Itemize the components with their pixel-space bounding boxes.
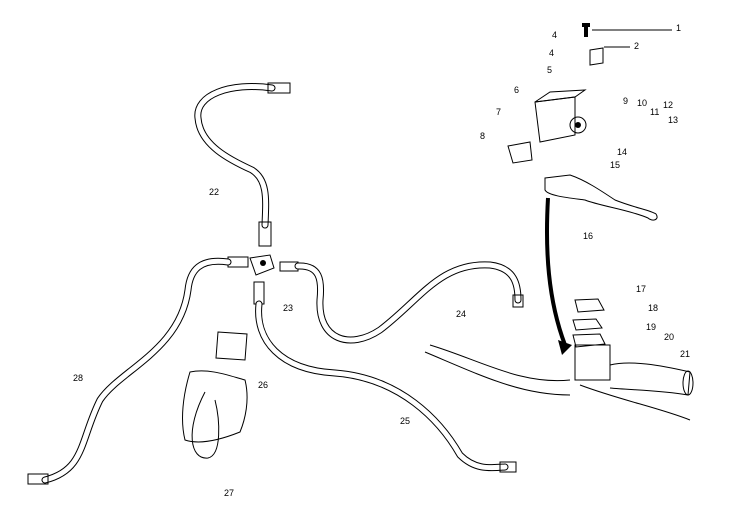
brake-hose-25 (255, 300, 517, 473)
callout-5: 5 (547, 65, 553, 75)
callout-9: 9 (623, 96, 629, 106)
callout-23: 23 (283, 303, 294, 313)
callout-4b: 4 (549, 48, 555, 58)
callout-24: 24 (456, 309, 467, 319)
callout-16: 16 (583, 231, 594, 241)
callout-22: 22 (209, 187, 220, 197)
callout-12: 12 (663, 100, 674, 110)
handlebar-21 (424, 344, 694, 421)
callout-15: 15 (610, 160, 621, 170)
callout-19: 19 (646, 322, 657, 332)
callout-28: 28 (73, 373, 84, 383)
callout-6: 6 (514, 85, 520, 95)
reservoir-bracket-26 (182, 331, 248, 443)
junction-block-23 (227, 254, 299, 305)
brake-hose-24 (294, 261, 524, 344)
callout-11: 11 (650, 107, 660, 117)
callout-27: 27 (224, 488, 235, 498)
brake-hose-22 (194, 82, 291, 247)
cover-plate-7 (507, 141, 533, 164)
callout-20: 20 (664, 332, 675, 342)
callout-17: 17 (636, 284, 647, 294)
lever-16 (544, 174, 658, 221)
bracket-2 (589, 46, 630, 66)
clamp-27 (191, 391, 220, 459)
callout-4: 4 (552, 30, 558, 40)
callout-7: 7 (496, 107, 502, 117)
brake-hose-28 (27, 257, 232, 485)
callout-8: 8 (480, 131, 486, 141)
callout-18: 18 (648, 303, 659, 313)
callout-25: 25 (400, 416, 411, 426)
assembly-arrow (544, 197, 572, 355)
callout-1: 1 (676, 23, 682, 33)
callout-13: 13 (668, 115, 679, 125)
callout-14: 14 (617, 147, 628, 157)
callout-26: 26 (258, 380, 269, 390)
bolt-1 (582, 23, 672, 37)
master-cylinder-6 (534, 89, 587, 143)
callout-2: 2 (634, 41, 640, 51)
callout-21: 21 (680, 349, 691, 359)
callout-10: 10 (637, 98, 648, 108)
cap-plates-18-19-20 (572, 298, 606, 348)
